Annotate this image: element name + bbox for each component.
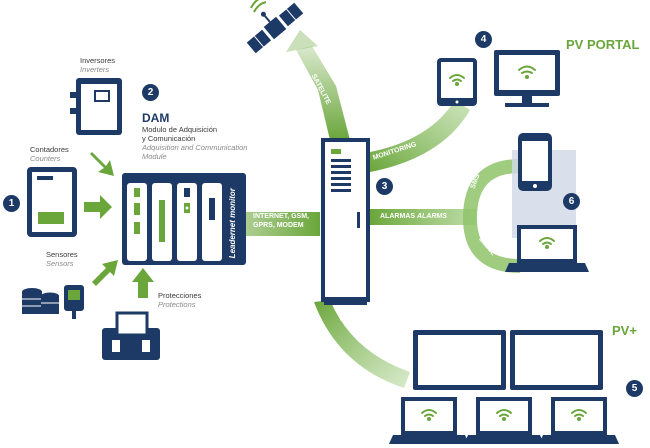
satelite-arrow [286,30,318,52]
arrow-protection-to-dam [132,268,154,298]
pv-plus-laptop-1 [389,397,469,444]
laptop-icon [505,225,589,272]
pv-plus-laptop-3 [539,397,619,444]
arrow-inverter-to-dam [90,152,114,176]
dam-title: DAM [142,111,170,125]
satellite-signal [250,0,267,13]
pv-plus-laptop-2 [464,397,544,444]
dam-line-3: Adquisition and Communication [142,143,248,152]
pv-plus-monitor-right [510,330,603,390]
pv-plus-title: PV+ [612,323,637,338]
sensor-icon [22,285,84,319]
control-room-band [314,300,410,388]
step-number-5: 5 [626,380,643,397]
protections-label: Protections [158,300,196,309]
pv-plus-monitor-left [413,330,506,390]
counters-label: Counters [30,154,61,163]
arrow-sensor-to-dam [92,260,118,286]
contadores-label: Contadores [30,145,69,154]
dam-line-4: Module [142,152,167,161]
protecciones-label: Protecciones [158,291,202,300]
monitoring-band [370,100,470,172]
inversores-label: Inversores [80,56,116,65]
link-label-line-1: INTERNET, GSM, [253,213,310,220]
dam-line-1: Modulo de Adquisición [142,125,218,134]
satelite-band [296,46,350,140]
server-icon [321,138,370,305]
dam-line-2: y Comunicación [142,134,196,143]
dam-vertical-label: Leadernet monitor [227,188,237,259]
sensores-label: Sensores [46,250,78,259]
meter-icon [27,167,77,237]
phone-icon [518,133,552,191]
dam-rack [122,173,246,265]
arrow-meter-to-dam [84,195,112,219]
step-number-3: 3 [376,178,393,195]
step-number-4: 4 [475,31,492,48]
protection-icon [102,311,160,360]
step-number-6: 6 [563,193,580,210]
link-label-line-2: GPRS, MODEM [253,222,304,229]
sms-email-ring [462,159,521,273]
satellite-icon [246,2,304,54]
pv-portal-title: PV PORTAL [566,37,640,52]
link-band [245,212,320,236]
alarmas-label: ALARMAS ALARMS [380,213,447,220]
inverter-icon [70,78,122,135]
sensors-label: Sensors [46,259,74,268]
wifi-icon [421,65,587,421]
inverters-label: Inverters [80,65,110,74]
step-number-1: 1 [3,195,20,212]
alarms-band [370,209,476,225]
step-number-2: 2 [142,84,159,101]
